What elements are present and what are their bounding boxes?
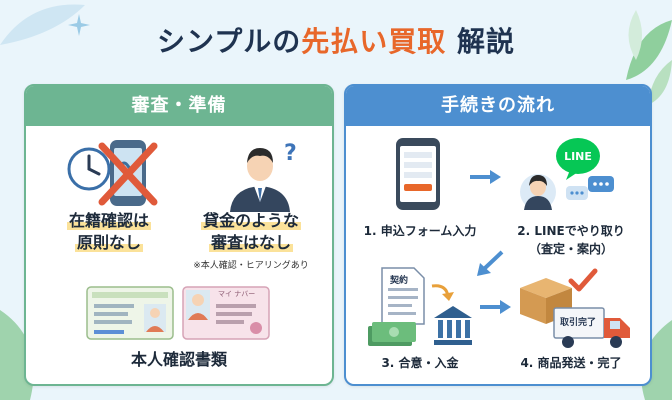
title-highlight: 先払い買取	[301, 25, 447, 58]
form-phone-icon	[396, 138, 440, 210]
arrow-icon	[431, 284, 454, 301]
arrow-icon	[470, 170, 501, 184]
screening-panel-header: 審査・準備	[26, 86, 332, 126]
no-employment-check-label: 在籍確認は原則なし	[66, 211, 151, 252]
step3-label: 3. 合意・入金	[381, 356, 459, 370]
page-title: シンプルの先払い買取 解説	[157, 25, 515, 58]
contract-icon	[381, 267, 425, 325]
line-chat-icon: LINE	[520, 138, 614, 210]
checkmark-icon	[568, 268, 598, 292]
leaf-decoration-top-left	[0, 4, 85, 45]
box-icon	[520, 278, 572, 324]
step2-label: 2. LINEでやり取り（査定・案内）	[517, 224, 625, 256]
transaction-complete-label: 取引完了	[560, 318, 597, 328]
question-person-icon: ?	[230, 141, 297, 212]
arrow-icon	[480, 300, 511, 314]
sparkle-decoration	[68, 14, 90, 36]
clock-icon	[67, 147, 111, 191]
my-number-card-text: マイ ナバー	[218, 290, 256, 298]
truck-icon	[553, 307, 630, 348]
arrow-icon	[477, 250, 504, 276]
process-flow-panel: 手続きの流れ 1. 申込フォーム入力 LINE 2. LINEでやり取り（査定・…	[344, 84, 652, 386]
money-icon	[368, 322, 416, 346]
screening-panel: 審査・準備 在籍確認は原則なし ? 貸金のような審査はなし ※本人確認・ヒアリン…	[24, 84, 334, 386]
my-number-card-icon	[182, 286, 270, 340]
step4-label: 4. 商品発送・完了	[520, 356, 622, 370]
leaf-decoration-top-right	[626, 10, 672, 105]
process-flow-panel-header: 手続きの流れ	[346, 86, 650, 126]
svg-text:?: ?	[284, 141, 297, 166]
identity-check-note: ※本人確認・ヒアリングあり	[193, 261, 309, 271]
step1-label: 1. 申込フォーム入力	[363, 224, 477, 238]
contract-label: 契約	[390, 276, 409, 286]
id-documents-label: 本人確認書類	[130, 350, 227, 369]
no-loan-screening-label: 貸金のような審査はなし	[200, 211, 301, 252]
id-card-icon	[86, 286, 174, 340]
phone-crossed-icon	[98, 140, 158, 206]
svg-text:LINE: LINE	[564, 150, 592, 163]
bank-icon	[434, 306, 472, 345]
